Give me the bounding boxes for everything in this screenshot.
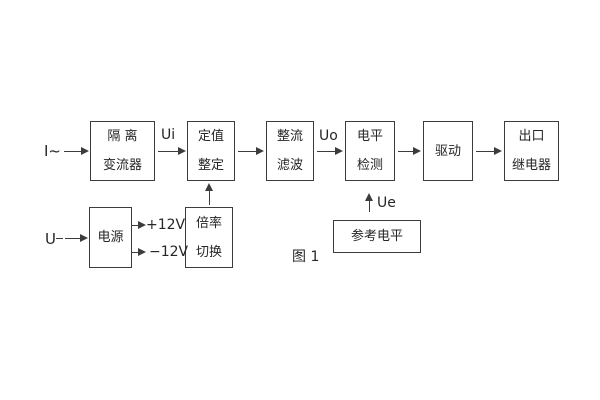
arrow-right-icon bbox=[317, 147, 343, 156]
arrow-shaft bbox=[65, 238, 82, 239]
arrow-head bbox=[178, 147, 186, 155]
block-isolation-transformer: 隔 离 变流器 bbox=[90, 121, 155, 181]
arrow-head bbox=[494, 147, 502, 155]
block-label: 定值 bbox=[197, 129, 224, 144]
arrow-up-icon bbox=[365, 193, 374, 212]
uo-signal-label: Uo bbox=[319, 128, 338, 144]
arrow-right-icon bbox=[64, 147, 89, 156]
arrow-head bbox=[413, 147, 421, 155]
minus-12v-label: −12V bbox=[149, 244, 189, 260]
arrow-shaft bbox=[369, 200, 370, 212]
block-label: 检测 bbox=[356, 158, 383, 173]
arrow-right-icon bbox=[65, 234, 88, 243]
block-level-detect: 电平 检测 bbox=[345, 121, 395, 181]
block-multiplier-switch: 倍率 切换 bbox=[185, 207, 233, 268]
arrow-right-icon bbox=[132, 221, 146, 230]
block-label: 切换 bbox=[195, 244, 222, 260]
arrow-up-icon bbox=[205, 183, 214, 205]
block-label: 继电器 bbox=[511, 158, 551, 173]
block-drive: 驱动 bbox=[423, 121, 473, 181]
input-current-label: I~ bbox=[44, 142, 61, 160]
arrow-shaft bbox=[132, 252, 140, 253]
block-rectifier-filter: 整流 滤波 bbox=[266, 121, 314, 181]
block-label: 倍率 bbox=[195, 215, 222, 231]
block-output-relay: 出口 继电器 bbox=[504, 121, 559, 181]
arrow-head bbox=[81, 147, 89, 155]
dash-segment bbox=[56, 238, 63, 239]
ue-signal-label: Ue bbox=[377, 195, 396, 211]
arrow-shaft bbox=[158, 151, 180, 152]
arrow-head bbox=[335, 147, 343, 155]
arrow-shaft bbox=[398, 151, 415, 152]
block-label: 电源 bbox=[97, 230, 124, 245]
arrow-head bbox=[205, 183, 213, 191]
block-setting-adjust: 定值 整定 bbox=[187, 121, 235, 181]
figure-caption: 图 1 bbox=[292, 249, 320, 265]
block-label: 电平 bbox=[356, 129, 383, 144]
block-label: 变流器 bbox=[102, 158, 142, 173]
arrow-right-icon bbox=[476, 147, 502, 156]
arrow-right-icon bbox=[398, 147, 421, 156]
plus-12v-label: +12V bbox=[146, 217, 186, 233]
arrow-right-icon bbox=[132, 248, 146, 257]
block-label: 出口 bbox=[518, 129, 545, 144]
block-label: 隔 离 bbox=[107, 129, 138, 144]
arrow-head bbox=[256, 147, 264, 155]
arrow-shaft bbox=[317, 151, 337, 152]
block-label: 参考电平 bbox=[350, 229, 403, 244]
arrow-right-icon bbox=[158, 147, 186, 156]
arrow-shaft bbox=[476, 151, 496, 152]
arrow-shaft bbox=[238, 151, 258, 152]
block-reference-level: 参考电平 bbox=[333, 220, 421, 253]
block-label: 整定 bbox=[197, 158, 224, 173]
arrow-head bbox=[80, 234, 88, 242]
arrow-shaft bbox=[209, 190, 210, 205]
arrow-head bbox=[365, 193, 373, 201]
block-label: 滤波 bbox=[276, 158, 303, 173]
input-voltage-label: U bbox=[45, 230, 56, 248]
arrow-head bbox=[138, 221, 146, 229]
arrow-right-icon bbox=[238, 147, 264, 156]
arrow-shaft bbox=[64, 151, 83, 152]
block-power-supply: 电源 bbox=[89, 207, 132, 268]
block-label: 整流 bbox=[276, 129, 303, 144]
ui-signal-label: Ui bbox=[161, 127, 176, 143]
arrow-head bbox=[138, 248, 146, 256]
block-label: 驱动 bbox=[434, 143, 461, 159]
arrow-shaft bbox=[132, 225, 140, 226]
